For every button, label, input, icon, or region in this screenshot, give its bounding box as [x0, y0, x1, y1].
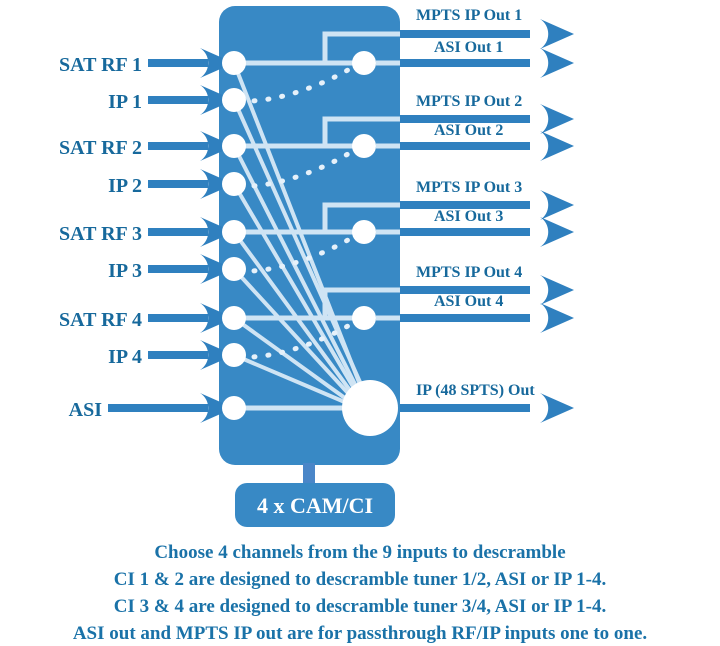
input-nodes [222, 51, 246, 420]
input-node [222, 220, 246, 244]
output-label-asi-out-2: ASI Out 2 [434, 122, 503, 139]
input-node [222, 343, 246, 367]
input-node [222, 257, 246, 281]
output-label-mpts-ip-out-2: MPTS IP Out 2 [416, 93, 522, 110]
input-label-sat-rf-2: SAT RF 2 [59, 137, 142, 159]
output-label-mpts-ip-out-3: MPTS IP Out 3 [416, 179, 522, 196]
footer-note-1: Choose 4 channels from the 9 inputs to d… [154, 542, 565, 563]
input-node [222, 172, 246, 196]
input-node [222, 306, 246, 330]
input-label-ip-4: IP 4 [108, 346, 142, 368]
footer-note-3: CI 3 & 4 are designed to descramble tune… [114, 596, 606, 617]
cam-module-box[interactable] [235, 483, 395, 527]
input-label-ip-2: IP 2 [108, 175, 142, 197]
input-label-sat-rf-4: SAT RF 4 [59, 309, 142, 331]
output-arrowheads [540, 19, 574, 423]
input-label-asi: ASI [69, 399, 103, 421]
input-label-sat-rf-3: SAT RF 3 [59, 223, 142, 245]
demux-node [352, 134, 376, 158]
input-node [222, 88, 246, 112]
output-arrows [400, 30, 530, 412]
input-label-ip-3: IP 3 [108, 260, 142, 282]
input-node [222, 51, 246, 75]
footer-note-2: CI 1 & 2 are designed to descramble tune… [114, 569, 606, 590]
demux-node [352, 220, 376, 244]
output-label-asi-out-1: ASI Out 1 [434, 39, 503, 56]
output-label-mpts-ip-out-1: MPTS IP Out 1 [416, 7, 522, 24]
mux-node [342, 380, 398, 436]
demux-node [352, 306, 376, 330]
footer-note-4: ASI out and MPTS IP out are for passthro… [73, 623, 647, 644]
input-node [222, 134, 246, 158]
input-node [222, 396, 246, 420]
output-label-asi-out-3: ASI Out 3 [434, 208, 503, 225]
passthrough-brackets [322, 31, 403, 321]
cam-connector [303, 463, 315, 487]
input-label-sat-rf-1: SAT RF 1 [59, 54, 142, 76]
output-label-ip-48-spts-out: IP (48 SPTS) Out [416, 382, 535, 399]
output-label-mpts-ip-out-4: MPTS IP Out 4 [416, 264, 522, 281]
demux-output-stubs [376, 60, 400, 321]
mixer-fan-lines [232, 61, 370, 408]
demux-node [352, 51, 376, 75]
output-label-asi-out-4: ASI Out 4 [434, 293, 503, 310]
input-label-ip-1: IP 1 [108, 91, 142, 113]
input-arrows [108, 59, 208, 412]
cam-module-label: 4 x CAM/CI [257, 493, 373, 518]
demux-nodes [352, 51, 376, 330]
ip-dotted-paths [237, 62, 359, 360]
